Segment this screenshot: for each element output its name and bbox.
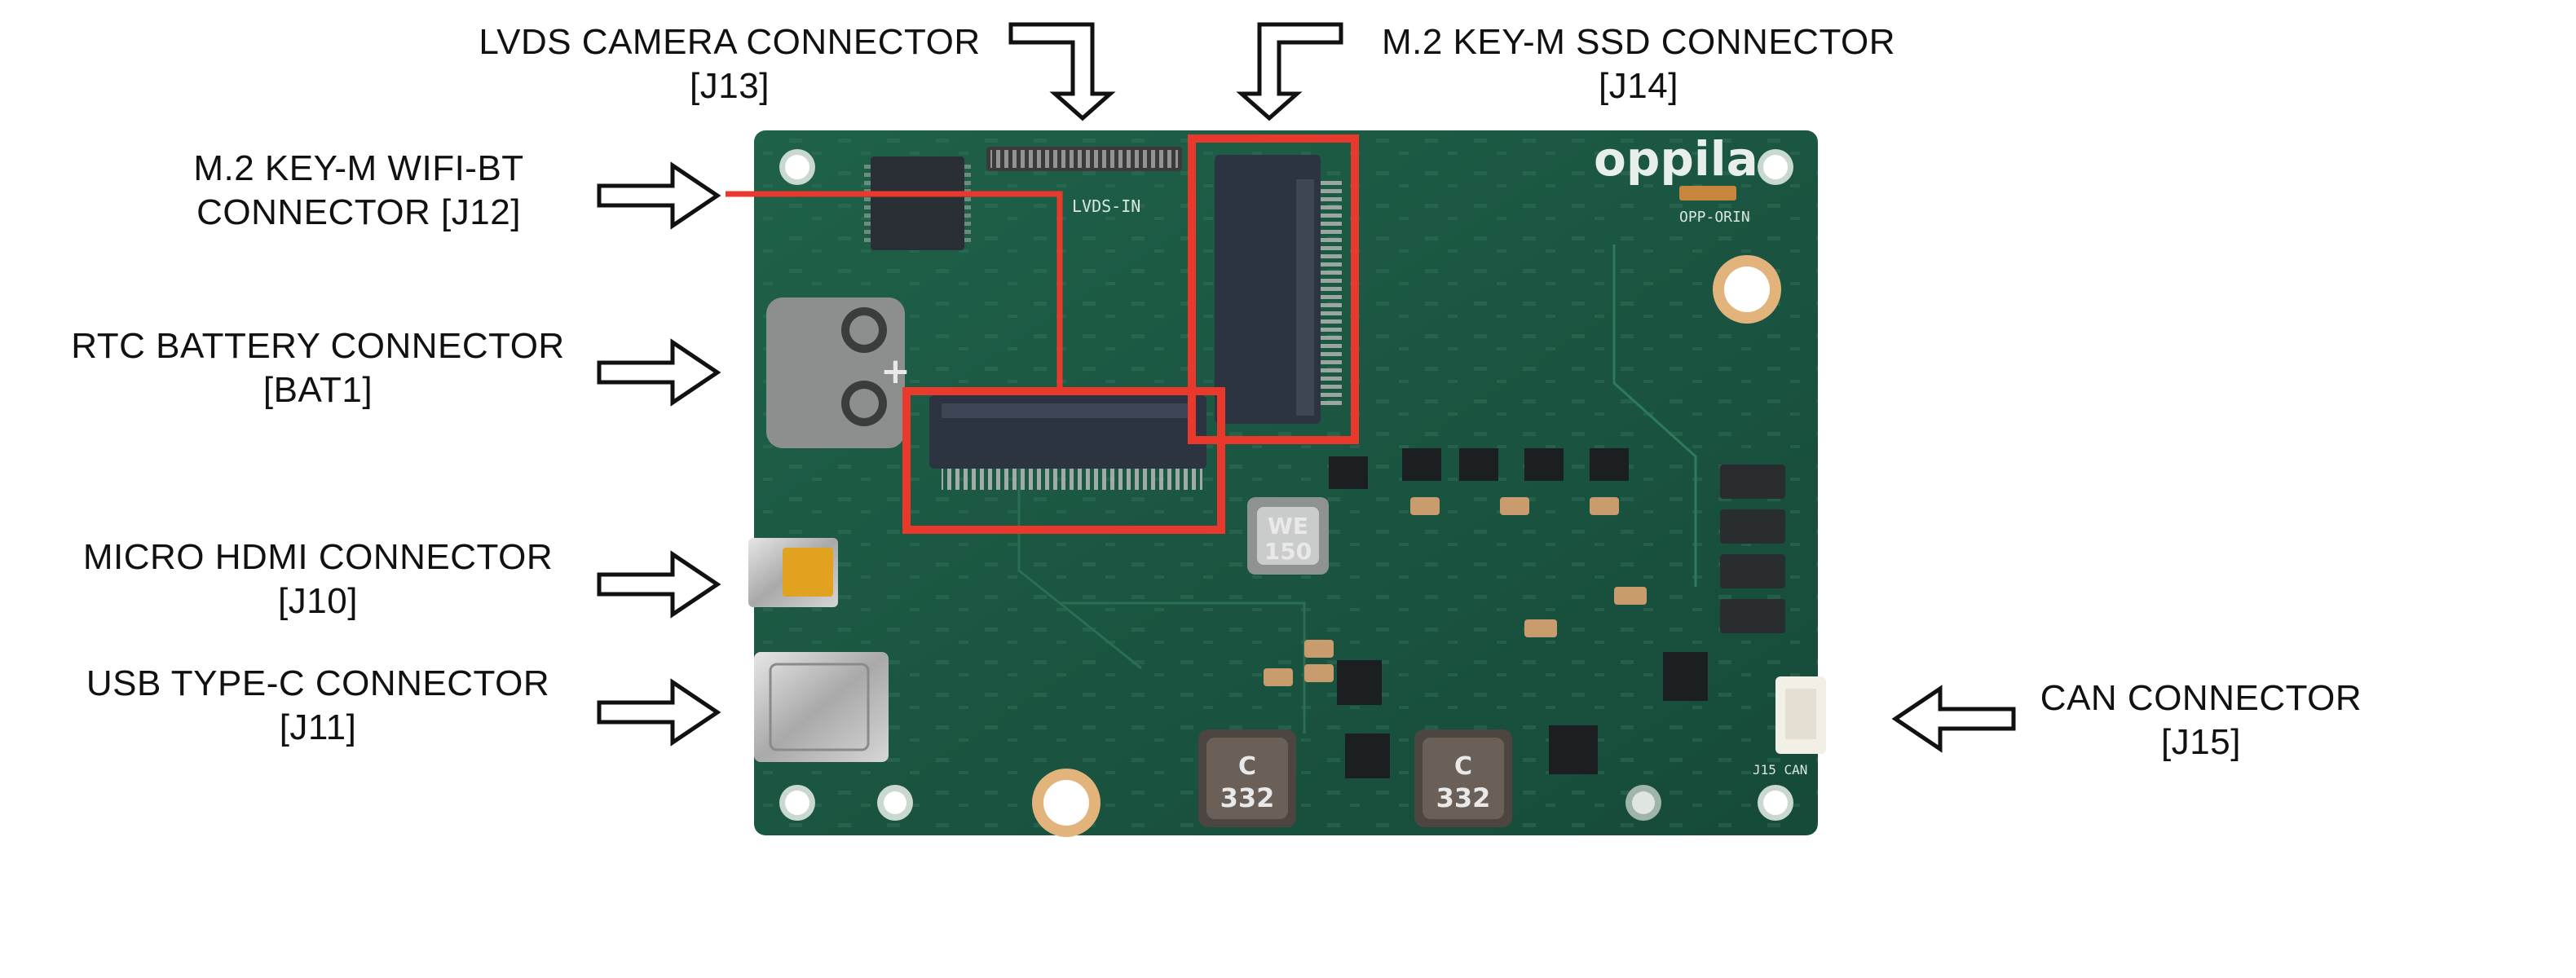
board-logo: oppila OPP-ORIN [1594, 131, 1758, 226]
label-wifi-line2: CONNECTOR [J12] [196, 192, 521, 232]
label-can-ref: [J15] [2161, 722, 2241, 762]
label-rtc-battery: RTC BATTERY CONNECTOR [BAT1] [57, 324, 579, 412]
arrow-right-icon [597, 161, 721, 230]
pcb-board: + LVDS-IN [748, 130, 1826, 837]
label-hdmi-ref: [J10] [278, 581, 358, 621]
label-rtc-ref: [BAT1] [262, 370, 373, 410]
m2-ssd-socket [1215, 155, 1342, 424]
label-lvds-name: LVDS CAMERA CONNECTOR [479, 22, 981, 62]
mounting-hole [779, 785, 815, 821]
mounting-hole [1625, 785, 1661, 821]
choke-letter: C [1454, 752, 1472, 781]
choke-letter: C [1238, 752, 1256, 781]
label-usb-type-c: USB TYPE-C CONNECTOR [J11] [65, 662, 571, 750]
mounting-hole [1758, 785, 1793, 821]
inductor: WE 150 [1247, 497, 1329, 575]
lvds-silkscreen: LVDS-IN [1072, 196, 1140, 216]
transistor-column [1720, 465, 1785, 633]
arrow-down-icon [1008, 22, 1116, 121]
label-can-name: CAN CONNECTOR [2040, 678, 2362, 718]
usb-type-c-port [754, 652, 889, 762]
power-choke: C 332 [1414, 729, 1512, 827]
logo-text: oppila [1594, 131, 1758, 187]
label-hdmi-name: MICRO HDMI CONNECTOR [82, 537, 554, 577]
arrow-down-icon [1236, 22, 1343, 121]
processor-chip [864, 156, 971, 250]
label-m2-wifi: M.2 KEY-M WIFI-BT CONNECTOR [J12] [130, 147, 587, 235]
gold-standoff [1713, 255, 1781, 324]
can-connector: J15 CAN [1753, 676, 1826, 778]
can-silkscreen: J15 CAN [1753, 762, 1807, 778]
inductor-label-bottom: 150 [1264, 538, 1312, 565]
m2-wifi-socket [929, 395, 1206, 490]
label-lvds-camera: LVDS CAMERA CONNECTOR [J13] [457, 20, 1003, 108]
label-wifi-line1: M.2 KEY-M WIFI-BT [193, 148, 524, 188]
label-rtc-name: RTC BATTERY CONNECTOR [71, 326, 565, 366]
highlight-overlays [726, 134, 1359, 534]
arrow-right-icon [597, 678, 721, 747]
model-silkscreen: OPP-ORIN [1679, 209, 1750, 226]
choke-value: 332 [1436, 782, 1491, 813]
rtc-battery-holder: + [766, 297, 911, 448]
component-cluster [1329, 448, 1708, 778]
mounting-hole [1758, 149, 1793, 185]
arrow-right-icon [597, 338, 721, 407]
gold-standoff [1032, 769, 1101, 837]
capacitor-row [1264, 497, 1647, 686]
label-m2-ssd: M.2 KEY-M SSD CONNECTOR [J14] [1353, 20, 1924, 108]
ssd-highlight-box [1188, 134, 1359, 444]
wifi-leader-line [726, 191, 1063, 391]
label-micro-hdmi: MICRO HDMI CONNECTOR [J10] [65, 535, 571, 623]
arrow-right-icon [597, 550, 721, 619]
mounting-hole [877, 785, 913, 821]
inductor-label-top: WE [1268, 513, 1308, 540]
wifi-highlight-box [902, 387, 1225, 534]
label-usbc-name: USB TYPE-C CONNECTOR [86, 663, 550, 703]
mounting-hole [779, 149, 815, 185]
label-ssd-name: M.2 KEY-M SSD CONNECTOR [1381, 22, 1896, 62]
micro-hdmi-port [748, 538, 838, 607]
choke-value: 332 [1220, 782, 1275, 813]
arrow-left-icon [1891, 685, 2016, 753]
lvds-camera-port: LVDS-IN [986, 147, 1182, 216]
label-lvds-ref: [J13] [690, 66, 770, 106]
label-usbc-ref: [J11] [279, 707, 357, 747]
svg-text:+: + [880, 350, 911, 392]
label-can: CAN CONNECTOR [J15] [2022, 676, 2380, 764]
label-ssd-ref: [J14] [1599, 66, 1678, 106]
power-choke: C 332 [1198, 729, 1296, 827]
